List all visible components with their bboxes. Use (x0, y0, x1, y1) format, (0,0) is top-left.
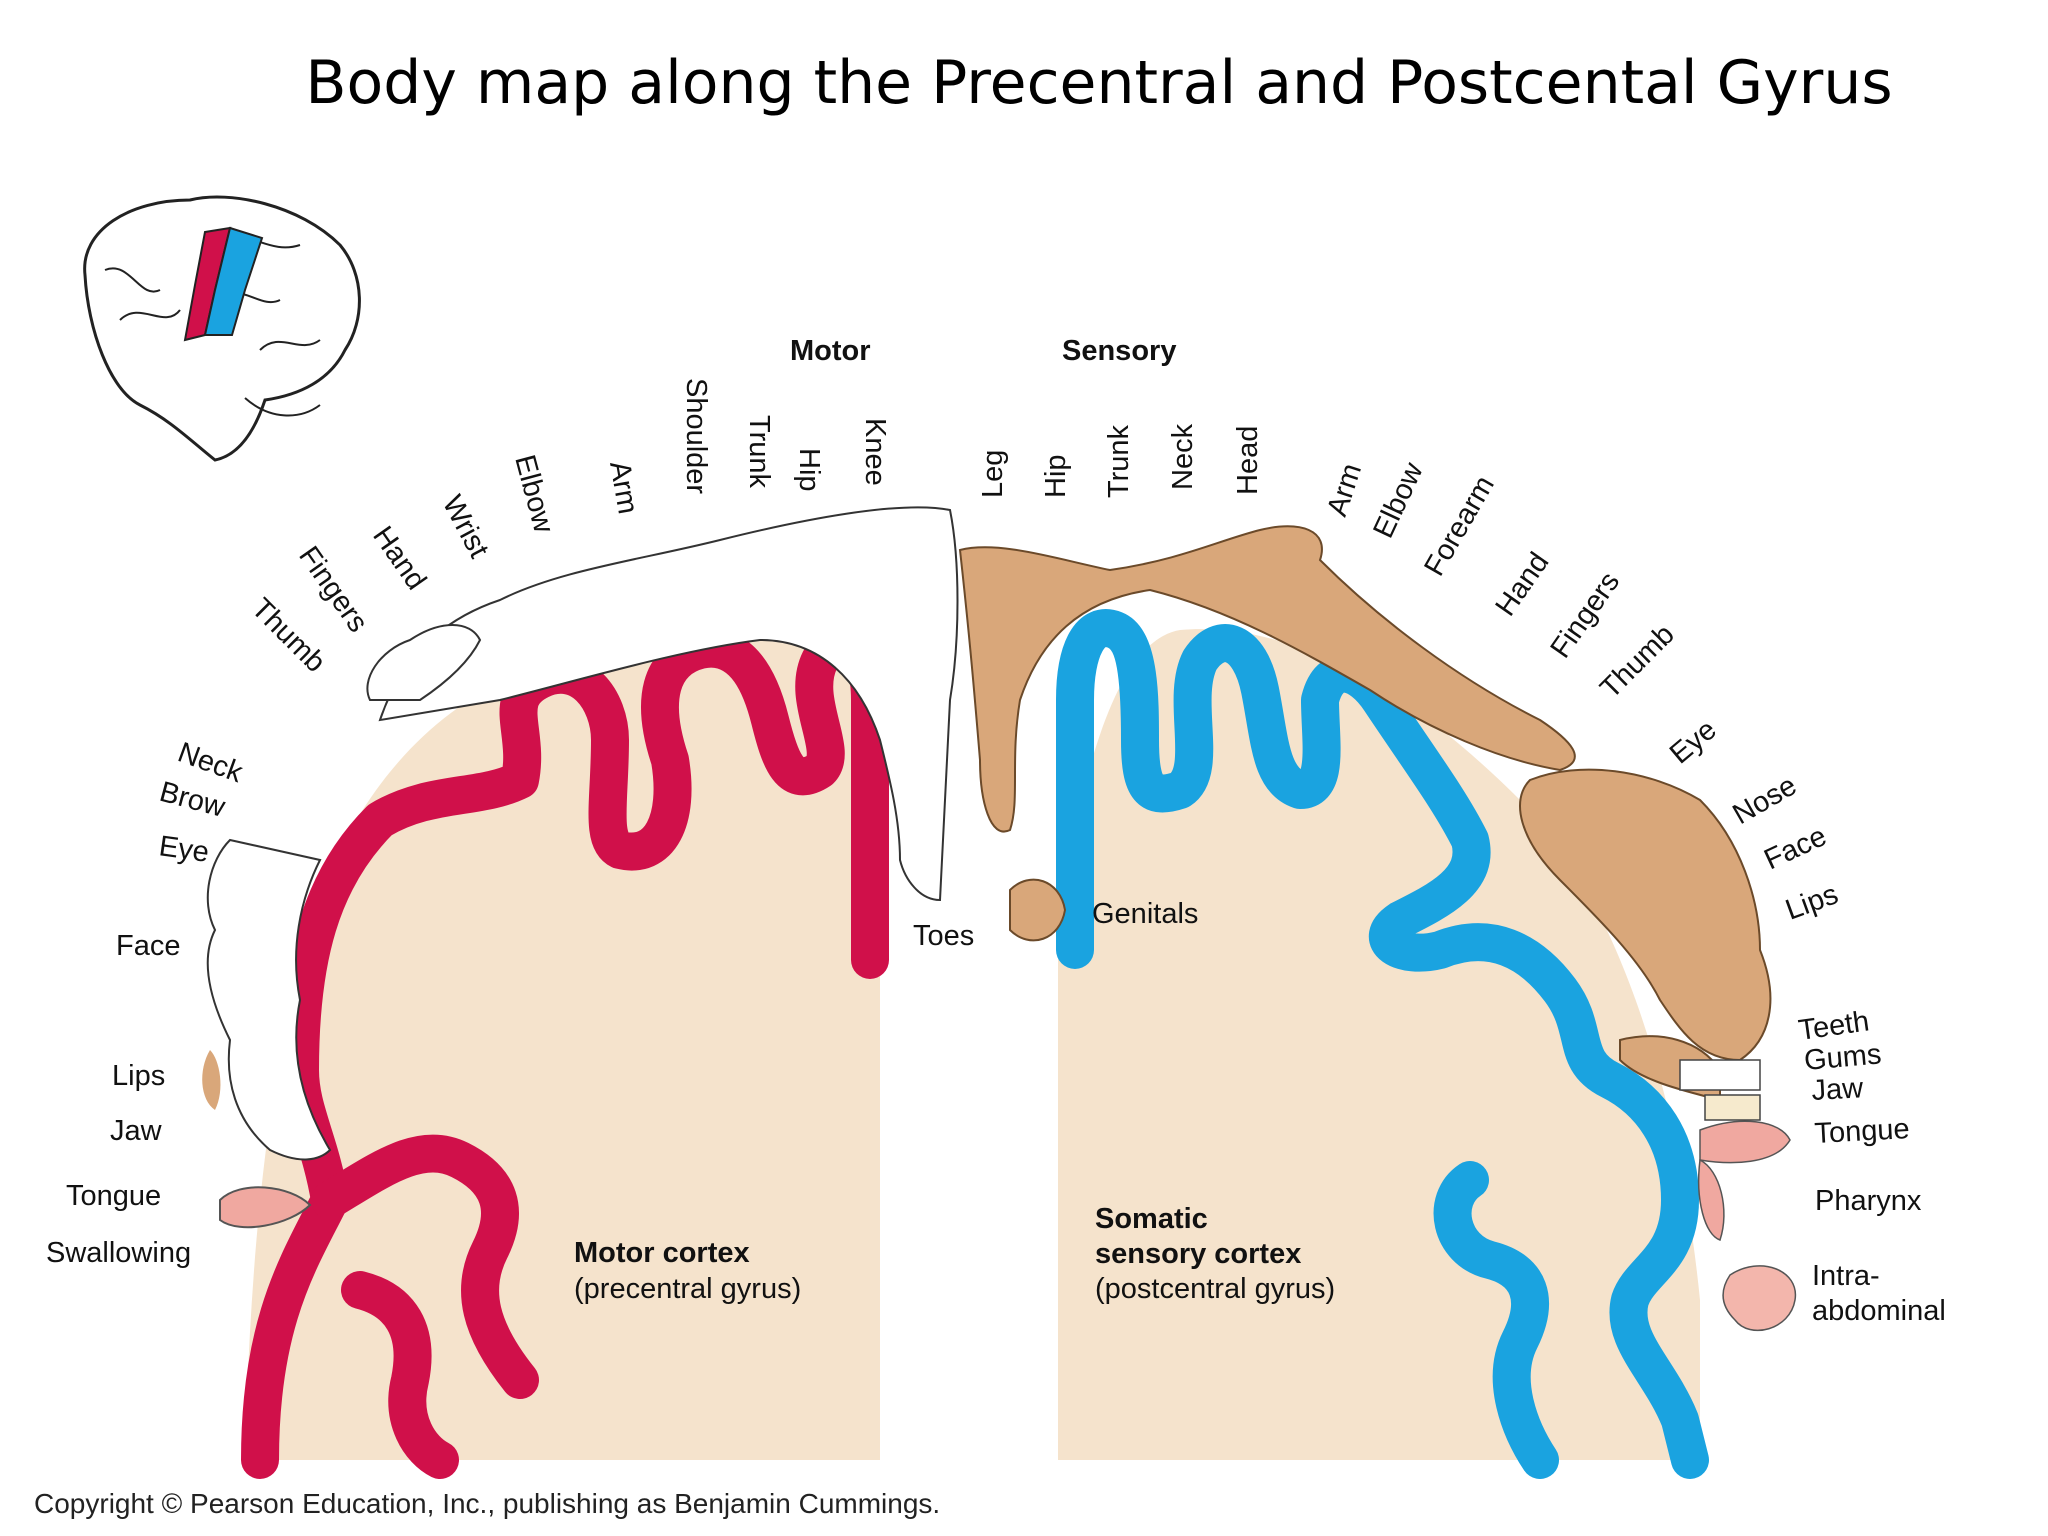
sensory-tongue (1699, 1120, 1791, 1164)
sensory-label-genitals: Genitals (1092, 898, 1198, 930)
brain-inset-icon (83, 195, 361, 462)
motor-label-thumb: Thumb (245, 592, 331, 678)
sensory-label-trunk: Trunk (1103, 424, 1135, 498)
sensory-label-head: Head (1232, 426, 1264, 495)
motor-label-arm: Arm (603, 459, 644, 517)
motor-label-brow: Brow (156, 776, 229, 824)
sensory-label-neck: Neck (1167, 423, 1199, 490)
sensory-label-face: Face (1759, 820, 1831, 876)
sensory-label-eye: Eye (1664, 714, 1723, 771)
sensory-gums (1704, 1094, 1761, 1121)
motor-tongue (219, 1186, 312, 1229)
motor-label-swallowing: Swallowing (46, 1237, 191, 1269)
motor-label-hip: Hip (793, 448, 825, 492)
motor-label-knee: Knee (859, 418, 891, 486)
copyright-notice: Copyright © Pearson Education, Inc., pub… (34, 1488, 941, 1519)
motor-label-eye: Eye (157, 830, 211, 869)
sensory-label-leg: Leg (977, 450, 1009, 498)
sensory-gyrus (1056, 609, 1709, 1479)
sensory-caption-sub: (postcentral gyrus) (1095, 1273, 1335, 1305)
sensory-header: Sensory (1062, 335, 1176, 367)
motor-homunculus (206, 506, 959, 1161)
sensory-label-hip: Hip (1040, 454, 1072, 498)
sensory-label-hand: Hand (1490, 547, 1556, 622)
motor-label-elbow: Elbow (508, 452, 560, 538)
sensory-label-lips: Lips (1781, 878, 1842, 926)
motor-gyrus-lower (311, 1134, 539, 1399)
motor-label-toes: Toes (913, 920, 974, 952)
motor-header: Motor (790, 335, 871, 367)
sensory-label-fingers: Fingers (1545, 566, 1627, 664)
motor-label-tongue: Tongue (66, 1180, 161, 1212)
sensory-label-intra: Intra- (1812, 1260, 1880, 1292)
motor-label-wrist: Wrist (436, 490, 495, 563)
sensory-label-elbow: Elbow (1367, 457, 1430, 543)
brain-inset-sensory-strip (203, 226, 264, 336)
sensory-label-abdominal: abdominal (1812, 1295, 1946, 1327)
sensory-pharynx (1697, 1158, 1725, 1241)
sensory-intra-abdominal (1722, 1265, 1797, 1331)
sensory-caption-title-2: sensory cortex (1095, 1238, 1301, 1270)
sensory-label-forearm: Forearm (1418, 471, 1501, 582)
sensory-label-jaw: Jaw (1811, 1072, 1865, 1107)
sensory-label-arm: Arm (1321, 460, 1368, 520)
sensory-caption-title-1: Somatic (1095, 1203, 1208, 1235)
sensory-label-nose: Nose (1728, 769, 1803, 831)
sensory-teeth (1679, 1059, 1761, 1091)
motor-label-face: Face (116, 930, 180, 962)
motor-label-fingers: Fingers (292, 541, 374, 639)
sensory-label-thumb: Thumb (1594, 618, 1680, 704)
motor-label-trunk: Trunk (743, 415, 775, 489)
slide-title: Body map along the Precentral and Postce… (305, 48, 1893, 118)
motor-label-shoulder: Shoulder (680, 378, 712, 494)
motor-tissue (245, 631, 880, 1460)
motor-caption-sub: (precentral gyrus) (574, 1273, 801, 1305)
motor-label-lips: Lips (112, 1060, 165, 1092)
motor-label-jaw: Jaw (110, 1115, 163, 1147)
motor-label-hand: Hand (366, 521, 432, 596)
sensory-label-gums: Gums (1803, 1038, 1883, 1077)
sensory-label-pharynx: Pharynx (1815, 1185, 1922, 1217)
motor-lips-shape (202, 1050, 221, 1110)
sensory-label-tongue: Tongue (1814, 1113, 1911, 1150)
motor-caption-title: Motor cortex (574, 1237, 750, 1269)
